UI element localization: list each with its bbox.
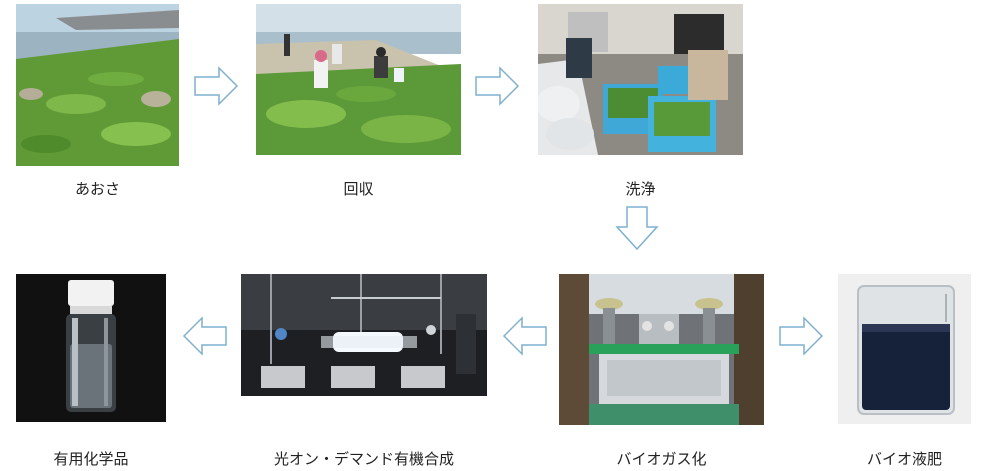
photo-synthesis (241, 274, 487, 396)
caption-collect: 回収 (343, 180, 374, 198)
photo-chemicals (16, 274, 166, 422)
caption-aosa: あおさ (74, 180, 120, 198)
arrow-down-icon (615, 205, 659, 251)
arrow-left-icon (182, 316, 228, 356)
arrow-right-icon (778, 316, 824, 356)
arrow-right-icon (474, 66, 520, 106)
caption-biogas: バイオガス化 (616, 450, 707, 468)
arrow-right-icon (193, 66, 239, 106)
caption-wash: 洗浄 (625, 180, 656, 198)
photo-wash (538, 4, 743, 155)
photo-aosa (16, 4, 179, 166)
caption-chemicals: 有用化学品 (53, 450, 129, 468)
photo-collect (256, 4, 461, 155)
caption-synthesis: 光オン・デマンド有機合成 (273, 450, 454, 468)
photo-fertilizer (838, 274, 971, 424)
caption-fertilizer: バイオ液肥 (866, 450, 942, 468)
photo-biogas (559, 274, 764, 425)
arrow-left-icon (502, 316, 548, 356)
